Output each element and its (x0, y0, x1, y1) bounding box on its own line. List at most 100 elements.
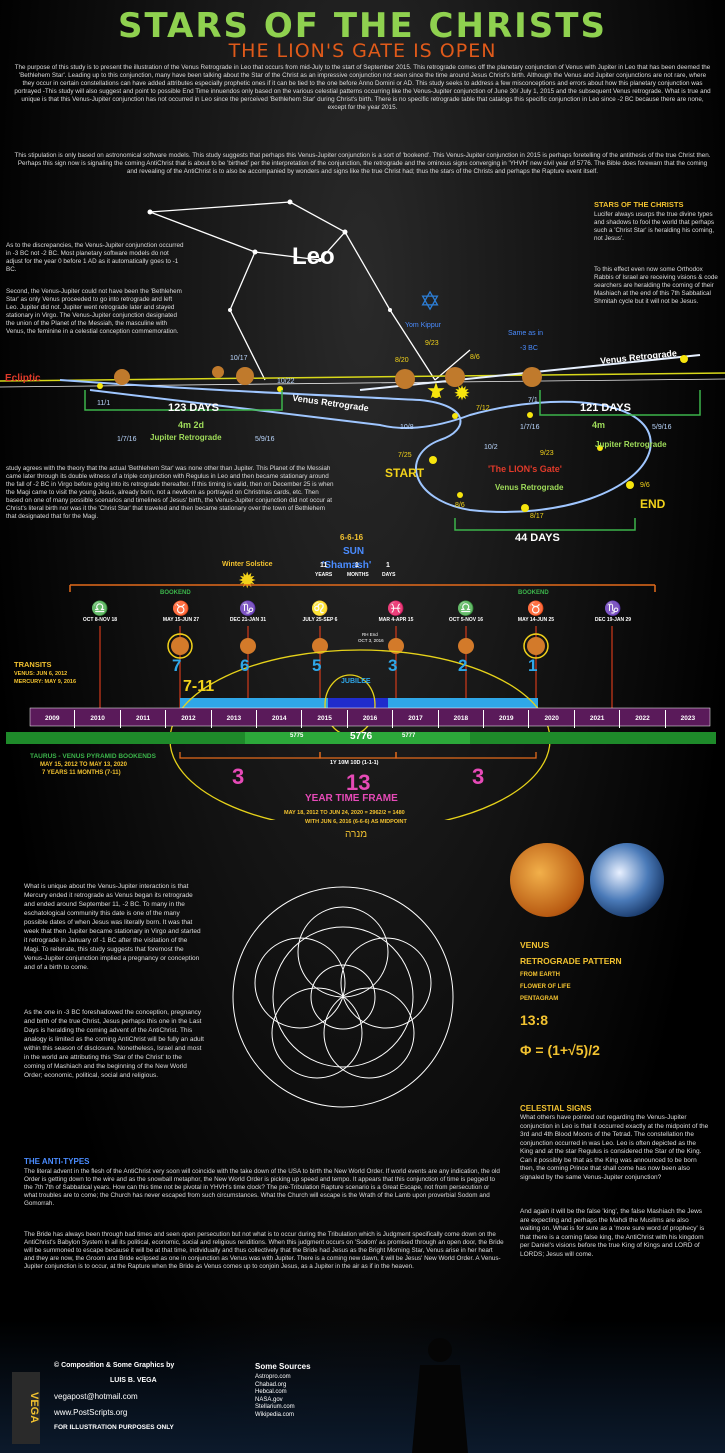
days-123-label: 123 DAYS (168, 402, 219, 414)
venus-panel-title: VENUS (520, 940, 550, 950)
yom-kippur-label: Yom Kippur (405, 322, 441, 329)
page-title: STARS OF THE CHRISTS (118, 6, 607, 46)
ymd-months-label: MONTHS (347, 572, 369, 578)
footer-site[interactable]: www.PostScripts.org (54, 1408, 128, 1417)
hebrew-year: 5777 (402, 733, 416, 739)
zodiac-date: DEC 21-JAN 31 (229, 617, 267, 623)
rh-end-date: OCT 3, 2016 (358, 638, 384, 643)
footer-author: LUIS B. VEGA (110, 1377, 157, 1384)
days-121-label: 121 DAYS (580, 402, 631, 414)
sun-label: SUN (343, 546, 365, 557)
year-cell: 2016 (348, 710, 394, 728)
year-cell: 2022 (620, 710, 666, 728)
flower-of-life-diagram (232, 886, 454, 1108)
svg-text:✡: ✡ (419, 287, 441, 317)
zodiac-icon: ♓ (387, 600, 405, 616)
zodiac-sign-item: ♌ JULY 25-SEP 6 (297, 600, 343, 623)
thirteen-label: 13 (346, 770, 371, 795)
zodiac-date: DEC 19-JAN 29 (594, 617, 632, 623)
sign-number: 2 (458, 656, 468, 675)
venus-panel-subtitle: RETROGRADE PATTERN (520, 956, 622, 966)
bookend-right-label: BOOKEND (518, 590, 549, 596)
left-note-2: Second, the Venus-Jupiter could not have… (6, 288, 182, 335)
shamash-label: 'Shamash' (322, 560, 372, 571)
date-label: 10/17 (230, 355, 248, 362)
year-frame-label: YEAR TIME FRAME (305, 793, 398, 804)
footer-credit: © Composition & Some Graphics by (54, 1362, 175, 1369)
celestial-paragraph-2: And again it will be the false 'king', t… (520, 1208, 705, 1258)
jupiter-retrograde-label-right: Jupiter Retrograde (595, 440, 667, 449)
date-label: 7/25 (398, 452, 412, 459)
date-label: 7/1 (528, 397, 538, 404)
date-label: 5/9/16 (652, 424, 672, 431)
venus-retrograde-loop (59, 379, 652, 513)
year-cell: 2012 (166, 710, 212, 728)
page-subtitle: THE LION'S GATE IS OPEN (228, 40, 497, 62)
venus-panel-line: FROM EARTH (520, 972, 560, 978)
taurus-heading: TAURUS - VENUS PYRAMID BOOKENDS (30, 753, 156, 760)
frame-calc: MAY 18, 2012 TO JUN 24, 2020 = 2962/2 = … (284, 810, 405, 816)
date-label: 1/7/16 (520, 424, 540, 431)
venus-retrograde-label-loop: Venus Retrograde (495, 483, 564, 492)
zodiac-icon: ♎ (91, 600, 109, 616)
footer-backdrop (0, 1320, 725, 1453)
zodiac-icon: ♎ (457, 600, 475, 616)
zodiac-date: OCT 8-NOV 18 (82, 617, 118, 623)
sources-list: Astropro.com Chabad.org Hebcal.com NASA.… (255, 1374, 295, 1419)
bookend-left-label: BOOKEND (160, 590, 191, 596)
zodiac-signs-row: ♎ OCT 8-NOV 18 ♉ MAY 15-JUN 27 ♑ DEC 21-… (0, 600, 725, 650)
zodiac-sign-item: ♎ OCT 8-NOV 18 (80, 600, 120, 623)
right-note-1: Lucifer always usurps the true divine ty… (594, 211, 715, 242)
zodiac-sign-item: ♎ OCT 5-NOV 16 (443, 600, 489, 623)
year-cell: 2019 (484, 710, 530, 728)
celestial-heading: CELESTIAL SIGNS (520, 1104, 592, 1113)
sign-planets (171, 637, 545, 655)
date-label: 8/17 (530, 513, 544, 520)
venus-positions (97, 355, 688, 512)
three-left-label: 3 (232, 764, 245, 789)
taurus-dates: MAY 15, 2012 TO MAY 13, 2020 (40, 762, 127, 768)
phi-formula: Φ = (1+√5)/2 (520, 1042, 600, 1058)
years-bar: 2009 2010 2011 2012 2013 2014 2015 2016 … (30, 710, 710, 728)
end-label: END (640, 497, 666, 511)
footer-email[interactable]: vegapost@hotmail.com (54, 1392, 138, 1401)
venus-transit: VENUS: JUN 6, 2012 (14, 671, 68, 677)
yom-kippur-date: 9/23 (425, 340, 439, 347)
hebrew-word: מנרה (345, 829, 368, 840)
zodiac-icon: ♌ (311, 600, 329, 616)
venus-ratio: 13:8 (520, 1012, 549, 1028)
date-label: 10/22 (277, 378, 295, 385)
date-label: 7/12 (476, 405, 490, 412)
svg-text:✹: ✹ (454, 381, 471, 405)
three-right-label: 3 (472, 764, 485, 789)
zodiac-sign-item: ♉ MAY 15-JUN 27 (158, 600, 204, 623)
antitypes-paragraph-1: The literal advent in the flesh of the A… (24, 1168, 500, 1207)
year-cell: 2017 (393, 710, 439, 728)
days-44-label: 44 DAYS (515, 532, 560, 544)
year-cell: 2013 (212, 710, 258, 728)
earth-planet-image (590, 843, 664, 917)
year-cell: 2023 (680, 715, 696, 722)
same-as-year: -3 BC (520, 345, 538, 352)
leo-constellation-chart: ★ ✹ ✡ (0, 199, 725, 531)
zodiac-sign-item: ♓ MAR 4-APR 15 (373, 600, 419, 623)
span-123-label: 4m 2d (178, 420, 205, 430)
sun-date: 6-6-16 (340, 533, 364, 542)
antitypes-paragraph-2: The Bride has always been through bad ti… (24, 1231, 504, 1270)
year-cell: 2018 (439, 710, 485, 728)
unique-paragraph-2: As the one in -3 BC foreshadowed the con… (24, 1009, 204, 1079)
zodiac-sign-item: ♉ MAY 14-JUN 25 (513, 600, 559, 623)
zodiac-icon: ♑ (604, 600, 622, 616)
ymd-years-label: YEARS (315, 572, 333, 578)
svg-text:★: ★ (426, 379, 446, 404)
ecliptic-label: Ecliptic (5, 373, 41, 384)
unique-paragraph-1: What is unique about the Venus-Jupiter i… (24, 883, 201, 971)
venus-panel-line: FLOWER OF LIFE (520, 984, 571, 990)
intro-paragraph-2: This stipulation is only based on astron… (14, 152, 711, 175)
date-label: 11/1 (97, 400, 111, 407)
source-item: Wikipedia.com (255, 1411, 295, 1418)
zodiac-date: MAY 15-JUN 27 (162, 617, 200, 623)
venus-panel-line: PENTAGRAM (520, 996, 559, 1002)
jubilee-label: JUBILEE (341, 678, 371, 685)
year-cell: 2009 (30, 710, 76, 728)
